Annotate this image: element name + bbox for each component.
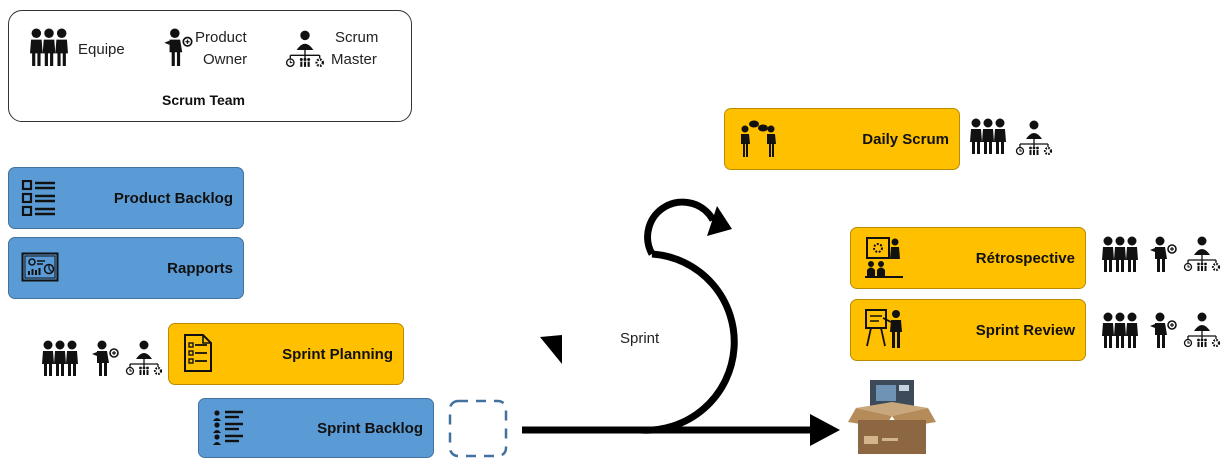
sprint-backlog-list-icon [213, 410, 243, 445]
sprint-planning-box[interactable]: Sprint Planning [168, 323, 404, 385]
retro-scrum-master-icon [1182, 236, 1222, 272]
legend-scrum-master-label-line2: Master [331, 51, 377, 68]
sprint-output-arrowhead [810, 414, 840, 446]
planning-scrum-master-icon [124, 340, 164, 376]
sprint-review-box[interactable]: Sprint Review [850, 299, 1086, 361]
legend-product-owner-label-line2: Owner [203, 51, 248, 68]
backlog-list-icon [21, 180, 55, 216]
sprint-review-presenter-icon [865, 309, 902, 348]
dashboard-report-icon [21, 252, 59, 282]
retrospective-box[interactable]: Rétrospective [850, 227, 1086, 289]
rapports-label: Rapports [167, 259, 233, 277]
retrospective-presentation-icon [865, 237, 903, 278]
sprint-cycle-diagram [522, 198, 840, 446]
daily-loop-arrow [644, 198, 717, 256]
review-team-icon [1102, 312, 1138, 348]
product-backlog-box[interactable]: Product Backlog [8, 167, 244, 229]
review-scrum-master-icon [1182, 312, 1222, 348]
increment-box-icon [848, 380, 936, 454]
planning-product-owner-icon [90, 340, 120, 376]
product-owner-icon [162, 28, 194, 66]
sprint-planning-label: Sprint Planning [282, 345, 393, 363]
product-backlog-label: Product Backlog [113, 189, 233, 207]
sprint-label: Sprint [620, 330, 660, 347]
rapports-box[interactable]: Rapports [8, 237, 244, 299]
daily-scrum-meeting-icon [741, 120, 776, 157]
sprint-loop-arrowhead [540, 335, 562, 364]
daily-scrum-master-icon [1014, 120, 1054, 156]
daily-scrum-box[interactable]: Daily Scrum [724, 108, 960, 170]
sprint-loop-arrow [639, 250, 738, 434]
legend-title: Scrum Team [162, 92, 245, 108]
review-product-owner-icon [1148, 312, 1178, 348]
legend-product-owner-label-line1: Product [195, 29, 247, 46]
dashed-placeholder [448, 399, 508, 458]
scrum-team-legend [8, 10, 412, 122]
retrospective-label: Rétrospective [975, 249, 1075, 267]
sprint-review-label: Sprint Review [975, 321, 1075, 339]
retro-product-owner-icon [1148, 236, 1178, 272]
team-icon [30, 28, 68, 66]
planning-team-icon [42, 340, 78, 376]
retro-team-icon [1102, 236, 1138, 272]
legend-scrum-master-label-line1: Scrum [335, 29, 379, 46]
sprint-backlog-label: Sprint Backlog [317, 419, 423, 437]
scrum-master-icon [284, 30, 326, 68]
sprint-backlog-box[interactable]: Sprint Backlog [198, 398, 434, 458]
legend-equipe-label: Equipe [78, 41, 125, 58]
daily-scrum-label: Daily Scrum [862, 130, 949, 148]
daily-team-icon [970, 118, 1006, 154]
planning-checklist-icon [184, 334, 212, 372]
daily-loop-arrowhead [707, 206, 732, 236]
